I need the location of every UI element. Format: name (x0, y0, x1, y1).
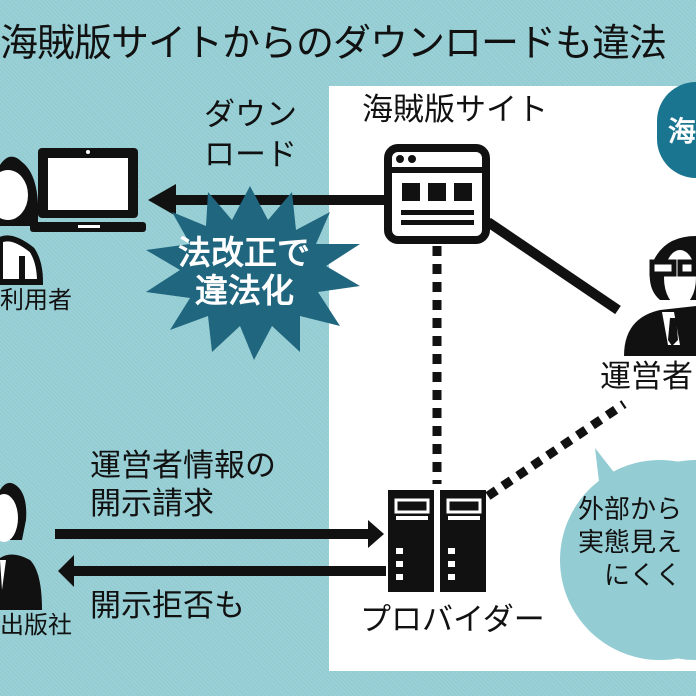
category-badge-text: 海 (668, 115, 696, 148)
diagram-title: 海賊版サイトからのダウンロードも違法 (0, 21, 667, 65)
laptop-icon (30, 148, 146, 232)
pirate-site-label: 海賊版サイト (362, 92, 548, 128)
speech-bubble (560, 448, 696, 660)
disclosure-request-arrow (55, 520, 384, 548)
disclosure-request-label-line1: 運営者情報の (90, 448, 276, 484)
disclosure-refusal-arrow (58, 555, 386, 587)
disclosure-refusal-label: 開示拒否も (90, 588, 245, 624)
woman-user-icon (0, 156, 44, 285)
legalization-burst (146, 186, 360, 360)
man-suit-icon (0, 482, 42, 610)
user-label: 利用者 (0, 286, 72, 314)
man-with-glasses-suit-icon (624, 236, 696, 356)
burst-text-line1: 法改正で (178, 233, 310, 272)
publisher-label: 出版社 (0, 611, 72, 639)
download-label-line1: ダウン (204, 97, 297, 133)
provider-label: プロバイダー (360, 602, 545, 638)
burst-text-line2: 違法化 (195, 271, 294, 310)
site-operator-link (485, 217, 621, 315)
bubble-text-line1: 外部から (578, 495, 683, 525)
bubble-text-line3: にくく (604, 561, 682, 591)
provider-operator-link (485, 400, 627, 500)
disclosure-request-label-line2: 開示請求 (90, 486, 214, 522)
download-arrow (148, 184, 385, 216)
download-label-line2: ロード (204, 137, 297, 173)
browser-window-icon (384, 144, 490, 244)
operator-label: 運営者 (600, 359, 693, 395)
server-rack-icon (388, 490, 486, 592)
bubble-text-line2: 実態見え (578, 528, 683, 558)
